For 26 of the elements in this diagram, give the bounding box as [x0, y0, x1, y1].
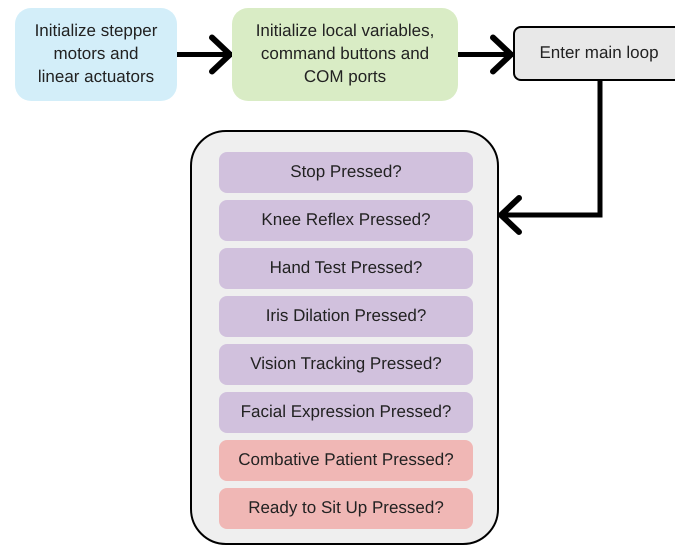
decision-box [219, 152, 473, 193]
node-text: Ready to Sit Up Pressed? [248, 497, 444, 520]
decision-box [219, 296, 473, 337]
decision-box [219, 344, 473, 385]
node-text: Hand Test Pressed? [270, 257, 422, 280]
process-box [232, 8, 458, 101]
node-text: Iris Dilation Pressed? [266, 305, 426, 328]
decision-box [219, 488, 473, 529]
arrow [177, 34, 233, 74]
decision-box [219, 248, 473, 289]
decision-box [219, 392, 473, 433]
process-box [15, 8, 177, 101]
node-text: Knee Reflex Pressed? [261, 209, 431, 232]
process-box [513, 26, 675, 81]
loop-container [190, 130, 499, 545]
node-text: Initialize local variables, command buttons and COM ports [254, 20, 436, 88]
arrow [498, 81, 602, 235]
arrow [458, 34, 514, 74]
node-text: Stop Pressed? [290, 161, 402, 184]
node-text: Facial Expression Pressed? [240, 401, 452, 424]
node-text: Vision Tracking Pressed? [250, 353, 442, 376]
decision-box [219, 200, 473, 241]
node-text: Enter main loop [539, 42, 659, 64]
node-text: Combative Patient Pressed? [238, 449, 454, 472]
decision-box [219, 440, 473, 481]
node-text: Initialize stepper motors and linear actuators [34, 20, 158, 88]
